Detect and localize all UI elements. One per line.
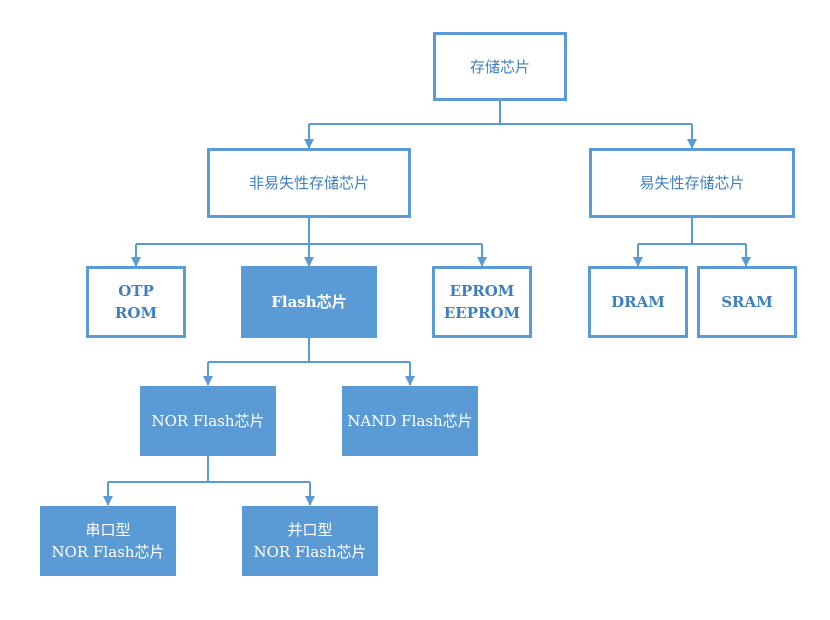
node-parallel-nor-flash: 并口型 NOR Flash芯片	[242, 506, 378, 576]
node-eprom-line-2: EEPROM	[443, 304, 521, 322]
node-serial-nor-line-1: 串口型	[85, 521, 131, 539]
node-parallel-nor-line-2: NOR Flash芯片	[253, 543, 367, 561]
node-flash-chip-label: Flash芯片	[271, 293, 347, 311]
node-serial-nor-line-2: NOR Flash芯片	[51, 543, 165, 561]
node-storage-chip-label: 存储芯片	[469, 57, 530, 76]
node-otp-rom-line-2: ROM	[114, 304, 158, 322]
node-parallel-nor-line-1: 并口型	[287, 521, 333, 539]
node-otp-rom: OTP ROM	[86, 266, 186, 338]
node-eprom-eeprom: EPROM EEPROM	[432, 266, 532, 338]
node-otp-rom-line-1: OTP	[118, 282, 154, 300]
node-nor-flash-chip: NOR Flash芯片	[140, 386, 276, 456]
node-eprom-line-1: EPROM	[449, 282, 515, 300]
node-volatile-chip-label: 易失性存储芯片	[639, 174, 745, 192]
node-volatile-chip: 易失性存储芯片	[589, 148, 795, 218]
node-sram-label: SRAM	[721, 293, 773, 311]
node-nonvolatile-chip-label: 非易失性存储芯片	[248, 174, 369, 192]
node-dram: DRAM	[588, 266, 688, 338]
node-flash-chip: Flash芯片	[241, 266, 377, 338]
node-nand-flash-chip: NAND Flash芯片	[342, 386, 478, 456]
node-nor-flash-chip-label: NOR Flash芯片	[151, 412, 265, 430]
node-serial-nor-flash: 串口型 NOR Flash芯片	[40, 506, 176, 576]
node-dram-label: DRAM	[611, 293, 665, 311]
node-nand-flash-chip-label: NAND Flash芯片	[347, 412, 473, 430]
node-storage-chip: 存储芯片	[433, 32, 567, 101]
node-nonvolatile-chip: 非易失性存储芯片	[207, 148, 411, 218]
node-sram: SRAM	[697, 266, 797, 338]
